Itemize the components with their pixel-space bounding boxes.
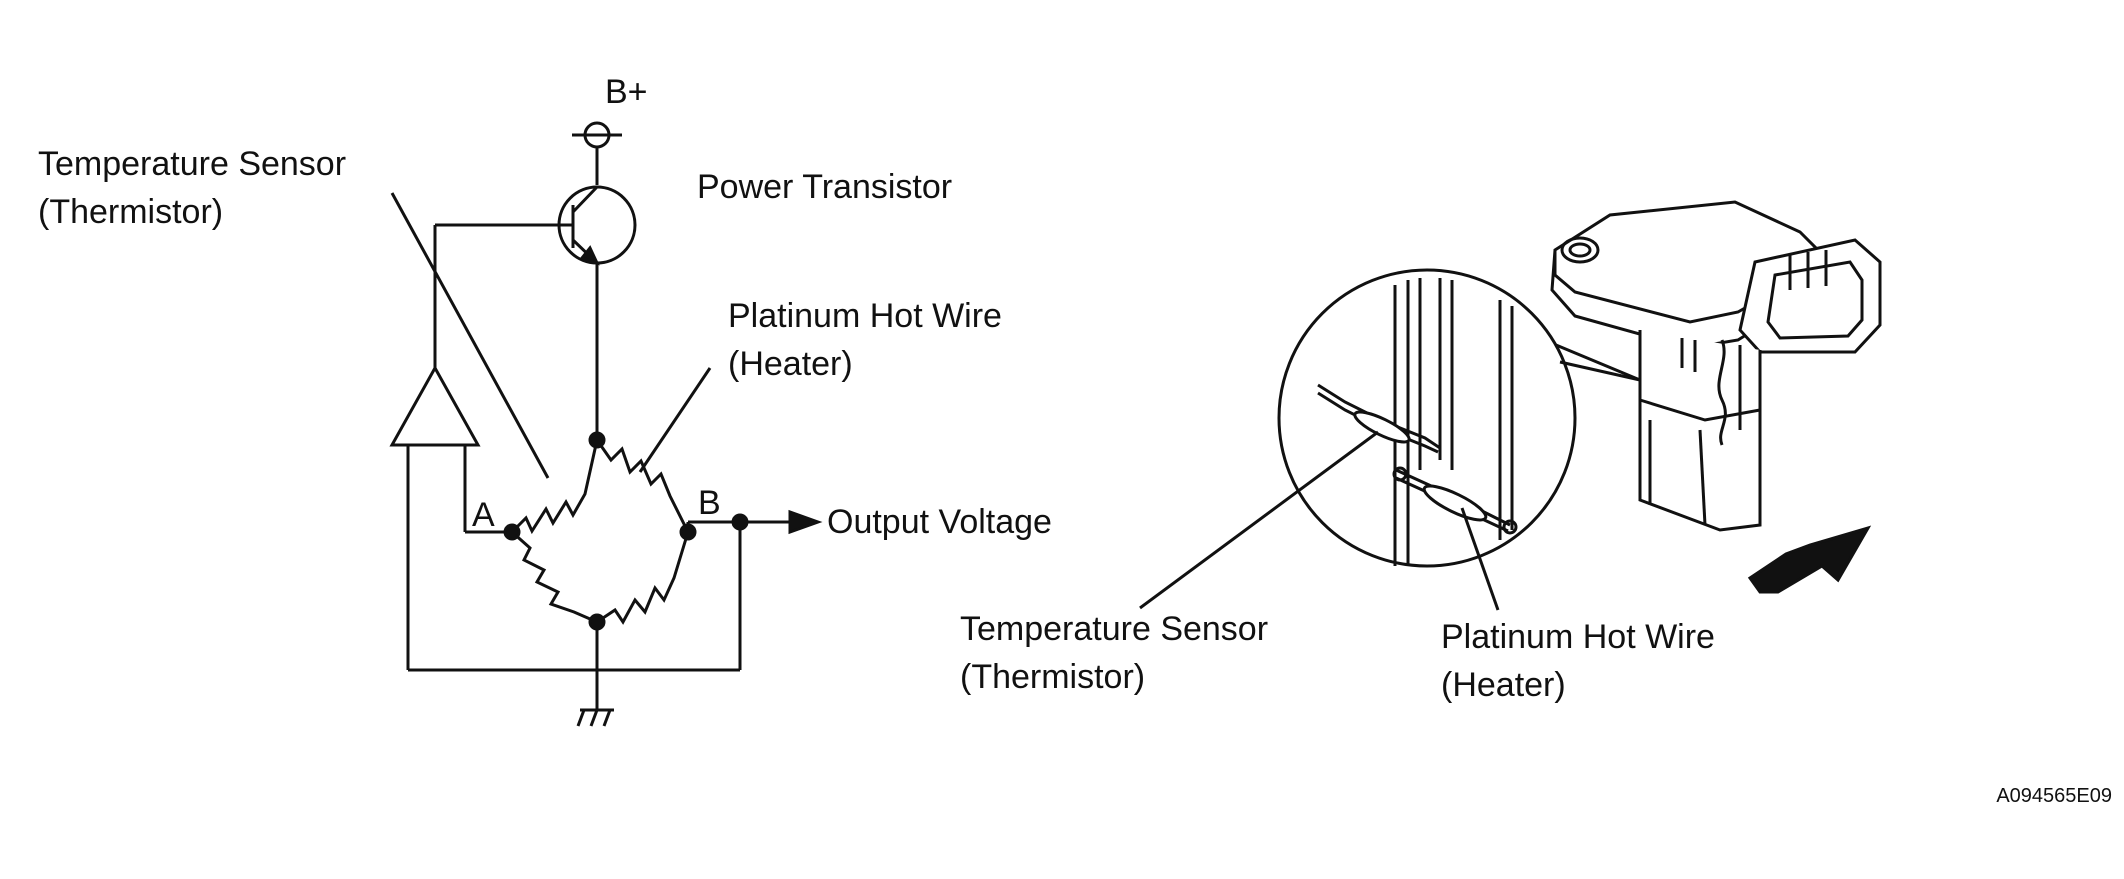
sensor-thermistor-label-line1: Temperature Sensor xyxy=(960,610,1268,648)
supply-terminal xyxy=(572,121,622,185)
power-transistor xyxy=(435,185,637,440)
sensor-hotwire-label-line2: (Heater) xyxy=(1441,666,1566,704)
leader-thermistor-left xyxy=(390,192,550,479)
airflow-arrow xyxy=(1747,525,1872,594)
supply-label: B+ xyxy=(605,73,648,111)
thermistor-label-line1: Temperature Sensor xyxy=(38,145,346,183)
sensor-thermistor-label-line2: (Thermistor) xyxy=(960,658,1145,696)
leader-thermistor-right xyxy=(1139,430,1379,610)
sensor-hotwire-label-line1: Platinum Hot Wire xyxy=(1441,618,1715,656)
circuit-schematic xyxy=(389,121,823,727)
sensor-housing xyxy=(1550,200,1882,532)
thermistor-label-line2: (Thermistor) xyxy=(38,193,223,231)
magnifier xyxy=(1277,268,1641,568)
bridge-resistor-top-left xyxy=(510,439,599,535)
node-b-label: B xyxy=(698,484,721,522)
node-a-label: A xyxy=(472,496,495,534)
sensor-illustration xyxy=(1139,200,1882,611)
bridge-resistor-bottom-right xyxy=(596,531,690,625)
output-label: Output Voltage xyxy=(827,503,1052,541)
amplifier xyxy=(389,225,512,670)
hotwire-label-line1: Platinum Hot Wire xyxy=(728,297,1002,335)
wheatstone-bridge xyxy=(408,431,823,727)
transistor-label: Power Transistor xyxy=(697,168,952,206)
leader-hotwire-right xyxy=(1460,507,1500,611)
hotwire-label-line2: (Heater) xyxy=(728,345,853,383)
figure-code: A094565E09 xyxy=(1996,785,2112,807)
bridge-resistor-bottom-left xyxy=(511,530,598,624)
bridge-resistor-top-right xyxy=(595,439,690,533)
leader-hotwire-left xyxy=(638,367,712,473)
